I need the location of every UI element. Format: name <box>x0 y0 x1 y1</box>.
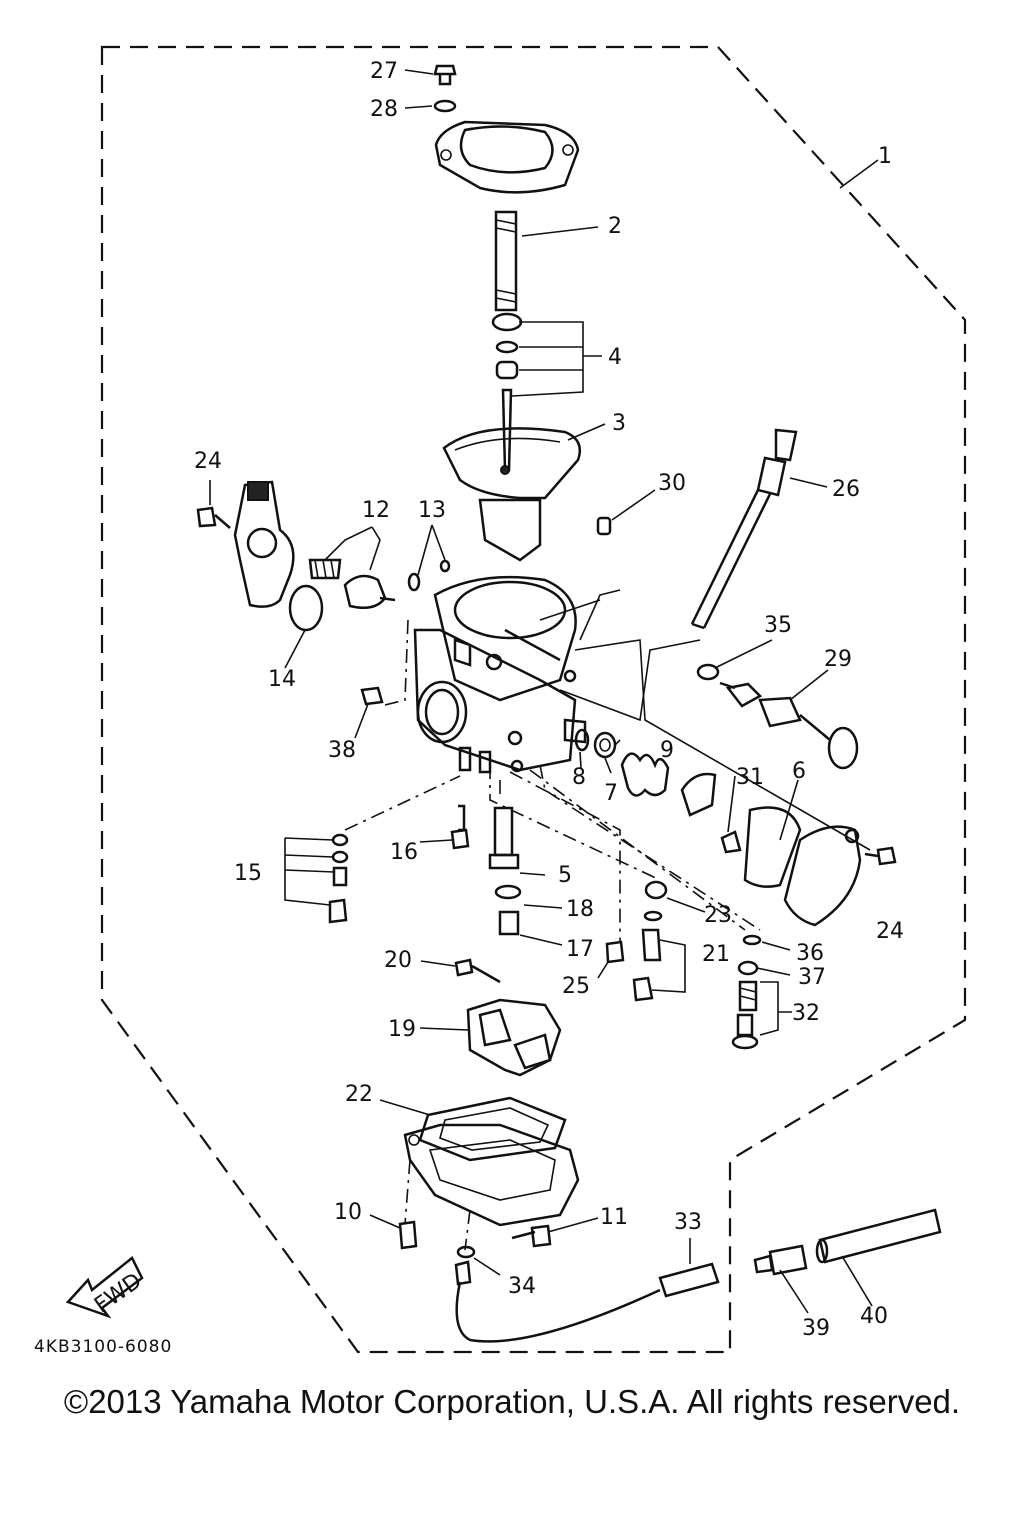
part-washer-37 <box>737 960 759 976</box>
callout-27: 27 <box>370 59 398 84</box>
part-jet-16 <box>450 804 470 850</box>
callout-22: 22 <box>345 1082 373 1107</box>
part-washer-18 <box>494 884 522 900</box>
part-plate-12 <box>343 574 396 609</box>
callout-24a: 24 <box>194 449 222 474</box>
callout-18: 18 <box>566 897 594 922</box>
part-drain-screw-11 <box>511 1224 552 1248</box>
callout-31: 31 <box>736 765 764 790</box>
part-plunger-29 <box>696 663 859 770</box>
callout-32: 32 <box>792 1001 820 1026</box>
part-oring-13a <box>407 572 421 592</box>
callout-37: 37 <box>798 965 826 990</box>
part-screw-27 <box>433 64 457 86</box>
callout-10: 10 <box>334 1200 362 1225</box>
callout-2: 2 <box>608 214 622 239</box>
part-screw-24b <box>864 846 897 866</box>
callout-1: 1 <box>878 144 892 169</box>
callout-35: 35 <box>764 613 792 638</box>
part-oring-36 <box>742 934 762 946</box>
callout-17: 17 <box>566 937 594 962</box>
part-gasket-6 <box>743 806 802 888</box>
part-pin-20 <box>454 958 501 984</box>
callout-8: 8 <box>572 765 586 790</box>
part-cable-26 <box>690 428 798 630</box>
part-side-cover-left <box>233 480 295 608</box>
assembly-guide-lines <box>344 589 871 1251</box>
part-jet-25 <box>605 940 625 964</box>
callout-25: 25 <box>562 974 590 999</box>
callout-19: 19 <box>388 1017 416 1042</box>
part-cap-30 <box>596 516 612 536</box>
callout-15: 15 <box>234 861 262 886</box>
callout-34: 34 <box>508 1274 536 1299</box>
part-jet-17 <box>498 910 520 936</box>
copyright-notice: ©2013 Yamaha Motor Corporation, U.S.A. A… <box>63 1383 961 1420</box>
fwd-label: FWD <box>90 1268 146 1318</box>
part-seal-7 <box>593 731 617 759</box>
part-screw-32 <box>731 980 759 1050</box>
part-nut-38 <box>360 686 384 706</box>
part-carburetor-body <box>413 575 587 774</box>
fwd-arrow-icon: FWD <box>65 1256 147 1319</box>
part-spring-2 <box>494 210 518 312</box>
callout-24b: 24 <box>876 919 904 944</box>
part-joint-39 <box>753 1244 808 1276</box>
callout-4: 4 <box>608 345 622 370</box>
callout-9: 9 <box>660 738 674 763</box>
part-cap-23 <box>643 880 668 922</box>
part-screw-24a <box>196 506 231 529</box>
callout-26: 26 <box>832 477 860 502</box>
leader-lines <box>209 69 879 1314</box>
part-hose-40 <box>815 1208 942 1264</box>
callout-39: 39 <box>802 1316 830 1341</box>
part-gasket-22 <box>418 1096 567 1162</box>
callout-36: 36 <box>796 941 824 966</box>
part-washer-28 <box>433 99 457 113</box>
part-clip-34 <box>454 1245 476 1286</box>
part-needle-jet-5 <box>488 806 520 870</box>
callout-30: 30 <box>658 471 686 496</box>
callout-40: 40 <box>860 1304 888 1329</box>
callout-13: 13 <box>418 498 446 523</box>
callout-5: 5 <box>558 863 572 888</box>
callout-16: 16 <box>390 840 418 865</box>
callout-labels: 27 28 1 2 4 3 24 30 26 12 13 35 29 14 38… <box>194 59 904 1341</box>
part-top-cover-1 <box>434 120 580 194</box>
part-float-bowl <box>403 1123 580 1227</box>
callout-21: 21 <box>702 942 730 967</box>
callout-11: 11 <box>600 1205 628 1230</box>
callout-23: 23 <box>704 903 732 928</box>
part-float-19 <box>466 998 562 1077</box>
part-spring-12 <box>308 558 342 580</box>
callout-38: 38 <box>328 738 356 763</box>
assembly-boundary <box>100 45 967 1354</box>
part-pilot-screw-15 <box>328 833 349 924</box>
callout-3: 3 <box>612 411 626 436</box>
part-spring-9 <box>620 752 670 797</box>
callout-7: 7 <box>604 781 618 806</box>
callout-12: 12 <box>362 498 390 523</box>
part-diaphragm-3 <box>442 427 582 562</box>
part-needle-set-4 <box>491 312 523 472</box>
part-oring-13b <box>439 559 451 573</box>
part-drain-hose-33 <box>455 1262 720 1343</box>
callout-20: 20 <box>384 948 412 973</box>
callout-29: 29 <box>824 647 852 672</box>
catalog-number: 4KB3100-6080 <box>34 1337 173 1357</box>
callout-14: 14 <box>268 667 296 692</box>
callout-28: 28 <box>370 97 398 122</box>
part-oring-14 <box>288 584 324 632</box>
part-needle-valve-21 <box>632 928 662 1002</box>
part-lever-31 <box>680 772 742 854</box>
part-oring-8 <box>574 728 590 752</box>
part-screw-10 <box>398 1220 418 1250</box>
callout-6: 6 <box>792 759 806 784</box>
callout-33: 33 <box>674 1210 702 1235</box>
